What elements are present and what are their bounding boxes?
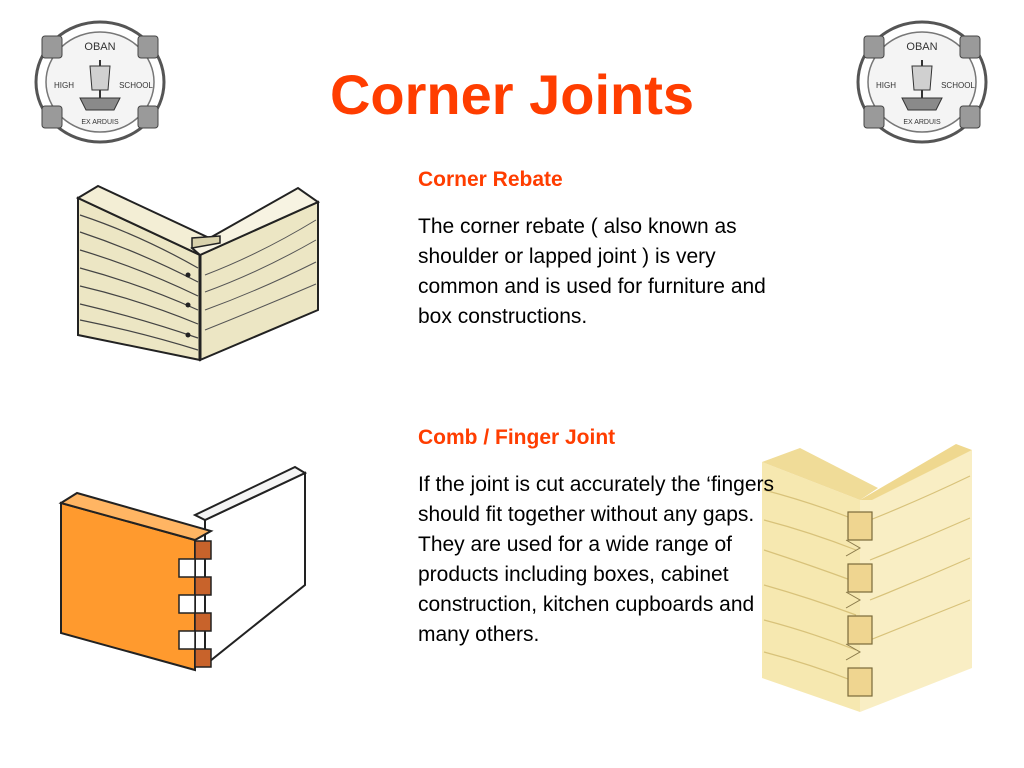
school-crest-logo-right: OBAN HIGH SCHOOL EX ARDUIS [856,20,988,144]
finger-joint-heading: Comb / Finger Joint [418,426,616,449]
finger-joint-woodgrain-illustration [762,444,972,712]
logo-left-text: HIGH [54,81,74,90]
page-title: Corner Joints [329,63,695,126]
logo-top-text: OBAN [84,41,115,53]
corner-rebate-description: The corner rebate ( also known as should… [418,215,766,328]
svg-text:EX ARDUIS: EX ARDUIS [903,119,941,126]
logo-right-text: SCHOOL [119,81,153,90]
school-crest-logo-left: OBAN HIGH SCHOOL EX ARDUIS [34,20,166,144]
corner-rebate-illustration [75,184,321,362]
finger-joint-description: If the joint is cut accurately the ‘fing… [418,473,775,646]
svg-text:OBAN: OBAN [906,41,937,53]
svg-text:SCHOOL: SCHOOL [941,81,975,90]
corner-rebate-heading: Corner Rebate [418,168,563,191]
svg-text:HIGH: HIGH [876,81,896,90]
finger-joint-orange-illustration [58,465,308,672]
logo-bottom-text: EX ARDUIS [81,119,119,126]
